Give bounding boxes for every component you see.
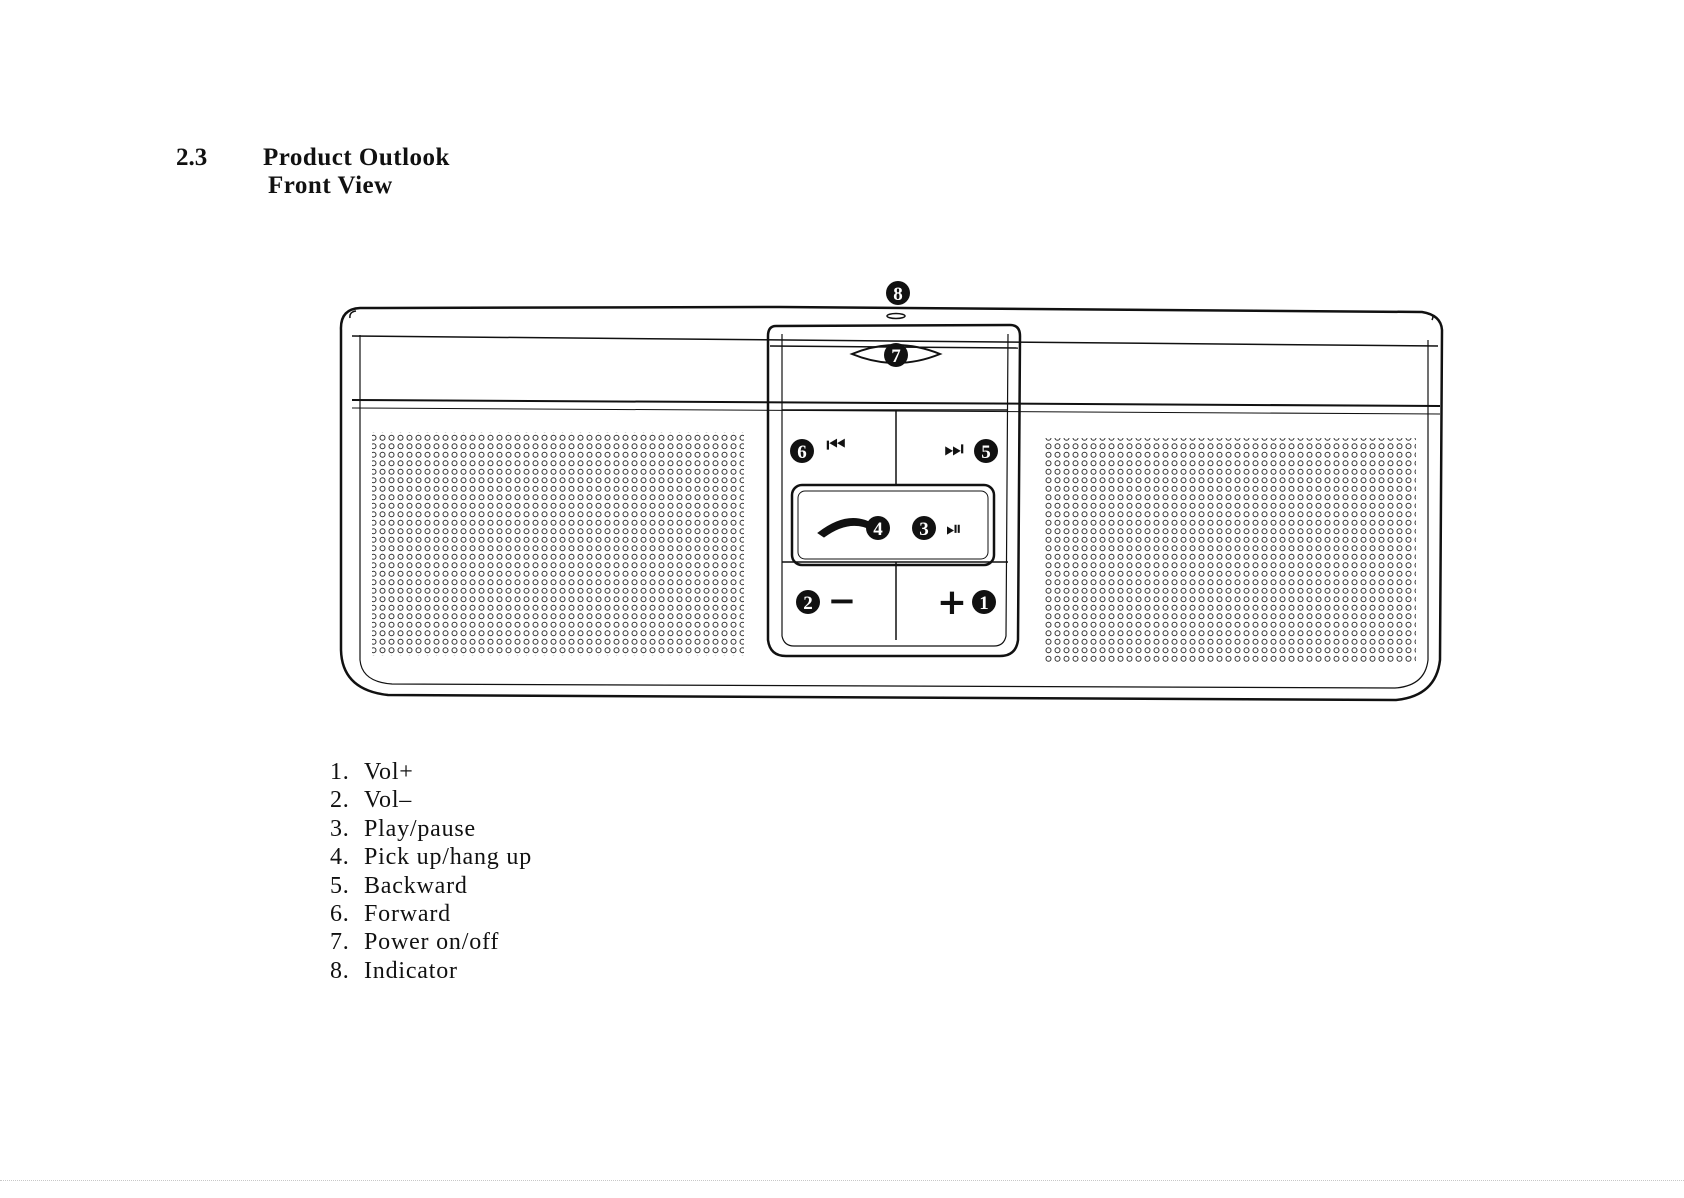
svg-text:1: 1 bbox=[979, 593, 989, 614]
parts-list: 1.Vol+ 2.Vol– 3.Play/pause 4.Pick up/han… bbox=[330, 758, 532, 985]
part-label: Power on/off bbox=[364, 929, 499, 955]
list-item: 2.Vol– bbox=[330, 786, 532, 814]
part-label: Vol+ bbox=[364, 759, 414, 785]
next-track-icon: ⏭ bbox=[944, 437, 964, 462]
part-label: Forward bbox=[364, 901, 451, 927]
list-item: 6.Forward bbox=[330, 900, 532, 928]
svg-text:7: 7 bbox=[891, 346, 901, 367]
play-pause-icon: ⏯ bbox=[946, 516, 962, 540]
list-item: 8.Indicator bbox=[330, 957, 532, 985]
callout-vol-up: 1 bbox=[972, 590, 996, 614]
svg-text:3: 3 bbox=[919, 519, 929, 540]
scan-artifact-divider bbox=[0, 1180, 1684, 1183]
list-item: 5.Backward bbox=[330, 872, 532, 900]
svg-text:8: 8 bbox=[893, 284, 903, 305]
device-front-view-figure: ⏮ ⏭ ⏯ − + 8 7 6 5 4 3 bbox=[0, 0, 1684, 760]
callout-pickup: 4 bbox=[866, 516, 890, 540]
svg-text:4: 4 bbox=[873, 519, 883, 540]
callout-play: 3 bbox=[912, 516, 936, 540]
part-label: Vol– bbox=[364, 787, 412, 813]
left-speaker-grill bbox=[372, 432, 744, 656]
list-item: 4.Pick up/hang up bbox=[330, 843, 532, 871]
callout-indicator: 8 bbox=[886, 281, 910, 305]
volume-up-symbol: + bbox=[937, 582, 967, 623]
list-item: 3.Play/pause bbox=[330, 815, 532, 843]
right-speaker-grill bbox=[1044, 438, 1416, 662]
volume-down-symbol: − bbox=[828, 581, 857, 621]
part-label: Indicator bbox=[364, 958, 458, 984]
part-label: Pick up/hang up bbox=[364, 844, 532, 870]
svg-text:5: 5 bbox=[981, 442, 991, 463]
svg-text:2: 2 bbox=[803, 593, 813, 614]
part-label: Play/pause bbox=[364, 816, 476, 842]
list-item: 7.Power on/off bbox=[330, 928, 532, 956]
callout-vol-down: 2 bbox=[796, 590, 820, 614]
part-label: Backward bbox=[364, 873, 468, 899]
callout-backward: 5 bbox=[974, 439, 998, 463]
indicator-led bbox=[887, 314, 905, 319]
callout-forward: 6 bbox=[790, 439, 814, 463]
callout-power: 7 bbox=[884, 343, 908, 367]
prev-track-icon: ⏮ bbox=[826, 433, 846, 458]
svg-text:6: 6 bbox=[797, 442, 807, 463]
list-item: 1.Vol+ bbox=[330, 758, 532, 786]
